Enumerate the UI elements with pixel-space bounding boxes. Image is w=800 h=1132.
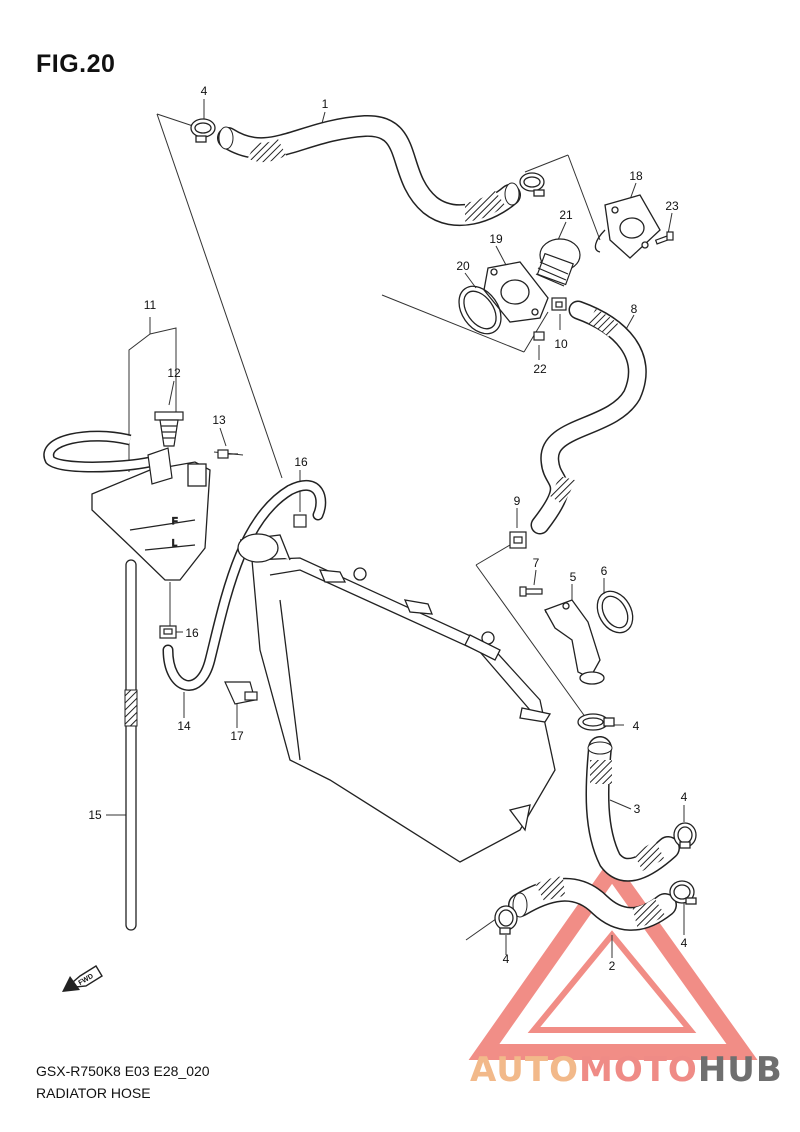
callout-label: 14 [177,719,191,733]
callout-label: 4 [201,84,208,98]
clamp-4-top-left [190,118,216,143]
callout-label: 1 [322,97,329,111]
reservoir-tank-11: F L [91,461,211,581]
clamp-4-outlet [577,713,615,731]
drain-tube-15 [124,559,138,931]
callout-label: 4 [633,719,640,733]
gasket-20 [458,285,502,335]
reservoir-cap-12 [154,411,184,447]
callout-label: 16 [185,626,199,640]
callout-label: 9 [514,494,521,508]
watermark-part-2: MOTO [578,1050,698,1090]
svg-text:L: L [172,538,177,548]
watermark-text: AUTOMOTOHUB [470,1050,783,1090]
callout-label: 4 [681,936,688,950]
clamp-4-hose3-right [673,822,697,849]
hose-14 [162,479,327,691]
hose-8 [530,300,647,535]
callout-label: 15 [88,808,102,822]
svg-text:F: F [172,516,178,526]
fwd-arrow-icon: FWD [62,965,103,992]
callout-label: 13 [212,413,226,427]
callout-label: 8 [631,302,638,316]
callout-label: 3 [634,802,641,816]
figure-title: FIG.20 [36,50,116,78]
clamp-4-top-right [519,172,545,197]
callout-label: 21 [559,208,573,222]
water-outlet-5 [544,599,605,685]
bolt-7 [519,586,543,597]
callout-label: 4 [681,790,688,804]
callout-label: 10 [554,337,568,351]
hose-3 [585,736,680,882]
callout-label: 11 [144,298,157,312]
watermark-part-1: AUTO [470,1050,579,1090]
callout-label: 16 [294,455,308,469]
clamp-10 [551,297,567,311]
bolt-22 [533,331,545,341]
callout-label: 12 [167,366,181,380]
radiator [237,533,556,863]
clamp-9 [509,531,527,549]
gasket-6 [596,590,634,634]
neck-pipe [147,447,173,485]
model-code: GSX-R750K8 E03 E28_020 [36,1063,210,1079]
overflow-hose-loop [43,430,152,473]
clamp-4-hose2-left [494,905,518,935]
hose-2 [508,876,677,931]
callout-label: 7 [533,556,540,570]
thermostat-cover-18 [594,194,661,259]
bolt-23 [654,231,674,245]
hose-1 [217,115,521,227]
callout-label: 18 [629,169,643,183]
callout-labels: 4 1 18 23 21 19 20 8 10 22 11 12 13 16 9… [88,84,687,973]
clamp-4-hose2-right [669,880,697,905]
thermostat-housing-19 [483,261,549,323]
clamp-16-upper [293,514,307,528]
callout-label: 2 [609,959,616,973]
clamp-16-lower [159,625,177,639]
callout-label: 20 [456,259,470,273]
callout-label: 17 [230,729,244,743]
callout-label: 5 [570,570,577,584]
clamp-17 [224,681,258,705]
callout-label: 19 [489,232,503,246]
callout-label: 4 [503,952,510,966]
callout-label: 22 [533,362,547,376]
thermostat-21 [535,238,581,287]
watermark-part-3: HUB [697,1050,783,1090]
bolt-13 [217,449,238,459]
callout-label: 23 [665,199,679,213]
section-name: RADIATOR HOSE [36,1085,151,1101]
watermark-triangle [468,856,758,1060]
callout-label: 6 [601,564,608,578]
